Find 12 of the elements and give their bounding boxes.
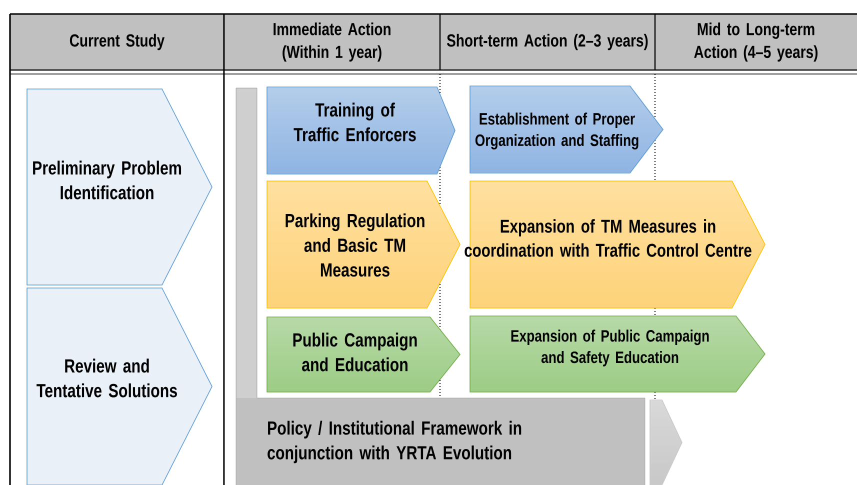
header-cell: Immediate Action (Within 1 year) <box>224 14 440 70</box>
header-cell: Current Study <box>10 14 224 70</box>
header-cell: Mid to Long-term Action (4–5 years) <box>655 14 857 70</box>
chevron-box: Establishment of Proper Organization and Staffing <box>470 86 664 174</box>
chevron-box <box>650 400 682 485</box>
chevron-box: Expansion of Public Campaign and Safety Education <box>470 316 766 392</box>
chevron-box: Preliminary Problem Identification <box>26 88 212 286</box>
chevron-box: Review and Tentative Solutions <box>26 288 212 485</box>
header-cell: Short-term Action (2–3 years) <box>440 14 655 70</box>
chevron-box: Training of Traffic Enforcers <box>266 86 456 174</box>
chevron-box: Parking Regulation and Basic TM Measures <box>266 180 460 308</box>
chevron-box: Public Campaign and Education <box>266 316 461 392</box>
